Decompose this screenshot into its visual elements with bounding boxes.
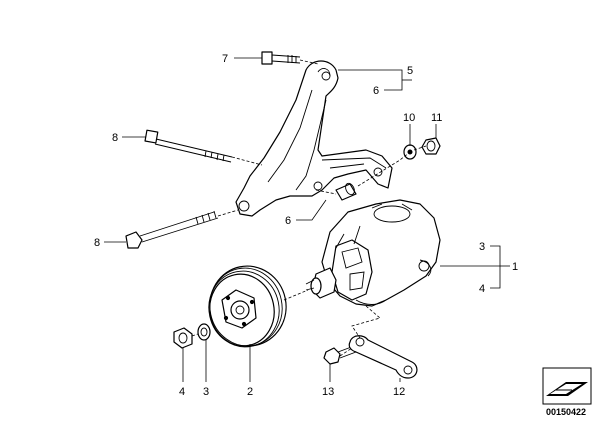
callout-6-mid: 6 [285,215,291,227]
callout-7: 7 [222,53,228,65]
callout-13: 13 [322,386,334,398]
callout-11: 11 [431,112,442,124]
reference-thumbnail-icon [542,367,592,405]
assembly-lines [191,59,427,357]
callout-6-top: 6 [373,85,379,97]
callout-12: 12 [393,386,405,398]
document-number: 00150422 [546,407,587,417]
bolt-8-lower[interactable] [125,210,219,249]
callout-8-top: 8 [112,132,118,144]
callout-4-right: 4 [479,283,485,295]
callout-3-bottom: 3 [203,386,209,398]
pulley-part[interactable] [202,259,294,353]
sleeve-6[interactable] [335,182,357,201]
bolt-8-upper[interactable] [144,129,233,163]
callout-5: 5 [407,65,413,77]
callout-8-mid: 8 [94,237,100,249]
callout-4-bottom: 4 [179,386,185,398]
callout-labels: 7 5 6 10 11 8 6 8 3 1 4 4 3 2 13 12 [94,53,518,398]
leader-lines [104,57,510,382]
bolt-7[interactable] [261,51,301,65]
vacuum-pump-part[interactable] [305,199,441,307]
washer-3[interactable] [197,323,211,341]
callout-3-right: 3 [479,241,485,253]
nut-4[interactable] [173,327,193,349]
bolt-13[interactable] [323,345,357,365]
callout-1: 1 [512,261,518,273]
nut-11[interactable] [421,137,441,155]
callout-2: 2 [247,386,253,398]
callout-10: 10 [403,112,415,124]
strap-12[interactable] [348,335,418,379]
bracket-part[interactable] [235,60,393,217]
